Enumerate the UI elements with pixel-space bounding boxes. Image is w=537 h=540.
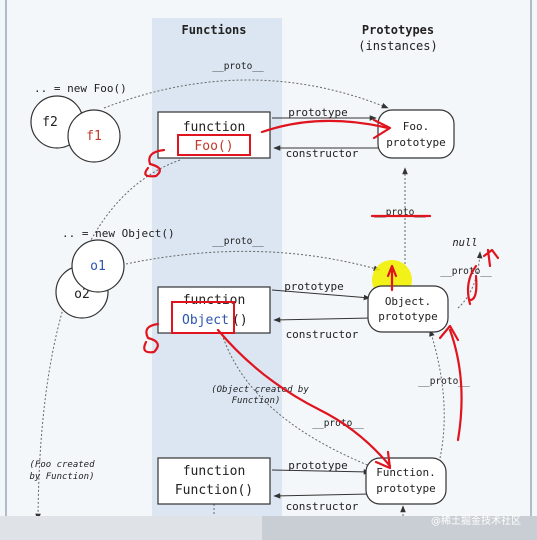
red-function-to-object-stroke — [448, 328, 463, 442]
object-created-note-1: (Object created by — [211, 385, 309, 395]
red-foo-prototype-stroke — [260, 119, 390, 134]
function-function-name: Function() — [175, 483, 253, 498]
function-constructor-label: constructor — [286, 500, 359, 513]
foo-created-note-1: (Foo created — [29, 460, 95, 470]
f1-proto-label: __proto__ — [212, 61, 264, 72]
red-function-to-object-head — [438, 324, 460, 342]
object-constructor-arrow — [273, 317, 373, 323]
red-foo-prototype-head — [372, 118, 392, 140]
o2-label: o2 — [74, 287, 90, 302]
red-object-to-function-head — [374, 450, 392, 470]
o1-proto-link — [125, 250, 381, 271]
o1-label: o1 — [90, 259, 106, 274]
funcproto-proto-label: __proto__ — [418, 376, 470, 387]
foo-name-highlight — [177, 134, 251, 156]
foo-constructor-label: constructor — [286, 147, 359, 160]
new-object-label: .. = new Object() — [62, 227, 175, 240]
fooproto-proto-label: __proto__ — [374, 207, 426, 218]
function-prototype-line1: Function. — [376, 466, 436, 479]
function-function-box — [157, 457, 271, 505]
red-null-stroke — [468, 274, 478, 302]
red-object-to-function-stroke — [216, 328, 392, 468]
o1-instance — [71, 239, 125, 293]
object-prototype-box — [367, 285, 449, 333]
foo-function-keyword: function — [183, 120, 246, 135]
red-side-stroke — [466, 264, 478, 306]
function-prototype-label: prototype — [288, 459, 348, 472]
function-function-keyword: function — [183, 464, 246, 479]
red-b-mark-top — [144, 148, 166, 178]
foo-prototype-box — [377, 109, 455, 159]
instances-subheader: (instances) — [358, 39, 437, 53]
prototypes-header: Prototypes — [362, 23, 434, 37]
object-constructor-label: constructor — [286, 328, 359, 341]
f1-label: f1 — [86, 129, 102, 144]
f2-label: f2 — [42, 115, 58, 130]
functions-header: Functions — [181, 23, 246, 37]
foo-prototype-line2: prototype — [386, 136, 446, 149]
foo-function-name: Foo() — [194, 139, 233, 154]
object-prototype-line1: Object. — [385, 295, 431, 308]
object-function-name: Object — [182, 313, 229, 328]
null-label: null — [452, 237, 477, 249]
object-function-keyword: function — [183, 293, 246, 308]
foo-created-note-2: by Function) — [29, 472, 94, 482]
function-constructor-arrow — [273, 493, 371, 499]
foo-prototype-label: prototype — [288, 106, 348, 119]
foo-prototype-line1: Foo. — [403, 120, 430, 133]
red-up-mark — [386, 264, 398, 292]
funcproto-proto-link — [429, 329, 445, 459]
function-prototype-line2: prototype — [376, 482, 436, 495]
objproto-proto-label: __proto__ — [440, 266, 492, 277]
red-null-arrow — [482, 248, 500, 268]
new-foo-label: .. = new Foo() — [34, 82, 127, 95]
o1-proto-label: __proto__ — [212, 236, 264, 247]
object-function-suffix: () — [232, 313, 248, 328]
object-prototype-label: prototype — [284, 280, 344, 293]
object-name-highlight — [171, 301, 235, 334]
f1-instance — [67, 109, 121, 163]
function-prototype-arrow — [271, 469, 371, 475]
red-b-mark-bottom — [143, 322, 160, 354]
functions-column — [152, 18, 282, 518]
footer-watermark-bar — [262, 516, 537, 540]
object-prototype-arrow — [271, 289, 371, 301]
object-prototype-line2: prototype — [378, 310, 438, 323]
objproto-null-link — [457, 251, 483, 309]
function-prototype-box — [365, 457, 447, 505]
object-created-note-2: Function) — [232, 396, 281, 406]
f1-proto-link — [103, 79, 389, 109]
watermark: @稀土掘金技术社区 — [431, 516, 521, 527]
object-proto-label: __proto__ — [312, 418, 364, 429]
